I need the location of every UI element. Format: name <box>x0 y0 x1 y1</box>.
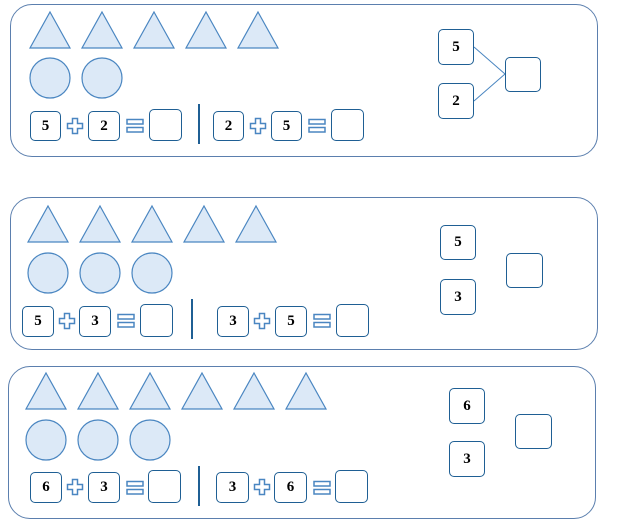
addend-box: 6 <box>30 472 62 503</box>
addend-box: 3 <box>79 306 111 337</box>
triangle-shape <box>232 371 276 410</box>
divider <box>198 104 200 144</box>
circle-shape <box>129 419 171 461</box>
triangle-shape <box>234 204 278 243</box>
triangle-shape <box>180 371 224 410</box>
divider <box>191 299 193 339</box>
triangle-shape <box>26 204 70 243</box>
bond-whole-box[interactable] <box>506 253 543 288</box>
bond-part-box: 6 <box>449 388 485 424</box>
bond-part-box: 5 <box>440 225 476 260</box>
addend-box: 5 <box>275 306 307 337</box>
triangle-shape <box>78 204 122 243</box>
bond-part-box: 3 <box>440 279 476 315</box>
addend-box: 3 <box>88 472 120 503</box>
addend-box: 6 <box>274 472 307 503</box>
equals-icon <box>126 480 144 501</box>
answer-box[interactable] <box>331 109 364 141</box>
addend-box: 5 <box>30 111 61 141</box>
triangle-shape <box>24 371 68 410</box>
equals-icon <box>313 313 331 334</box>
plus-icon <box>249 117 267 140</box>
triangle-shape <box>28 10 72 49</box>
plus-icon <box>66 117 84 140</box>
addend-box: 2 <box>88 111 120 141</box>
circle-shape <box>29 57 71 99</box>
triangle-shape <box>80 10 124 49</box>
answer-box[interactable] <box>148 470 181 503</box>
plus-icon <box>253 312 271 335</box>
triangle-shape <box>130 204 174 243</box>
answer-box[interactable] <box>140 304 173 337</box>
addend-box: 3 <box>217 306 249 337</box>
equals-icon <box>313 480 331 501</box>
answer-box[interactable] <box>149 109 182 141</box>
triangle-shape <box>76 371 120 410</box>
bond-part-box: 2 <box>438 83 474 119</box>
circle-shape <box>77 419 119 461</box>
addend-box: 5 <box>22 306 54 337</box>
addend-box: 5 <box>271 111 302 141</box>
plus-icon <box>66 478 84 501</box>
answer-box[interactable] <box>335 470 368 503</box>
circle-shape <box>25 419 67 461</box>
equals-icon <box>308 118 326 139</box>
triangle-shape <box>182 204 226 243</box>
divider <box>198 466 200 506</box>
triangle-shape <box>184 10 228 49</box>
addend-box: 3 <box>216 472 249 503</box>
triangle-shape <box>284 371 328 410</box>
circle-shape <box>131 252 173 294</box>
circle-shape <box>79 252 121 294</box>
triangle-shape <box>132 10 176 49</box>
circle-shape <box>27 252 69 294</box>
answer-box[interactable] <box>336 304 369 337</box>
equals-icon <box>126 118 144 139</box>
plus-icon <box>58 312 76 335</box>
bond-whole-box[interactable] <box>505 57 541 92</box>
bond-part-box: 5 <box>438 29 474 65</box>
bond-part-box: 3 <box>449 441 485 477</box>
plus-icon <box>253 478 271 501</box>
triangle-shape <box>236 10 280 49</box>
bond-whole-box[interactable] <box>515 414 552 449</box>
circle-shape <box>81 57 123 99</box>
equals-icon <box>117 313 135 334</box>
addend-box: 2 <box>213 111 244 141</box>
triangle-shape <box>128 371 172 410</box>
